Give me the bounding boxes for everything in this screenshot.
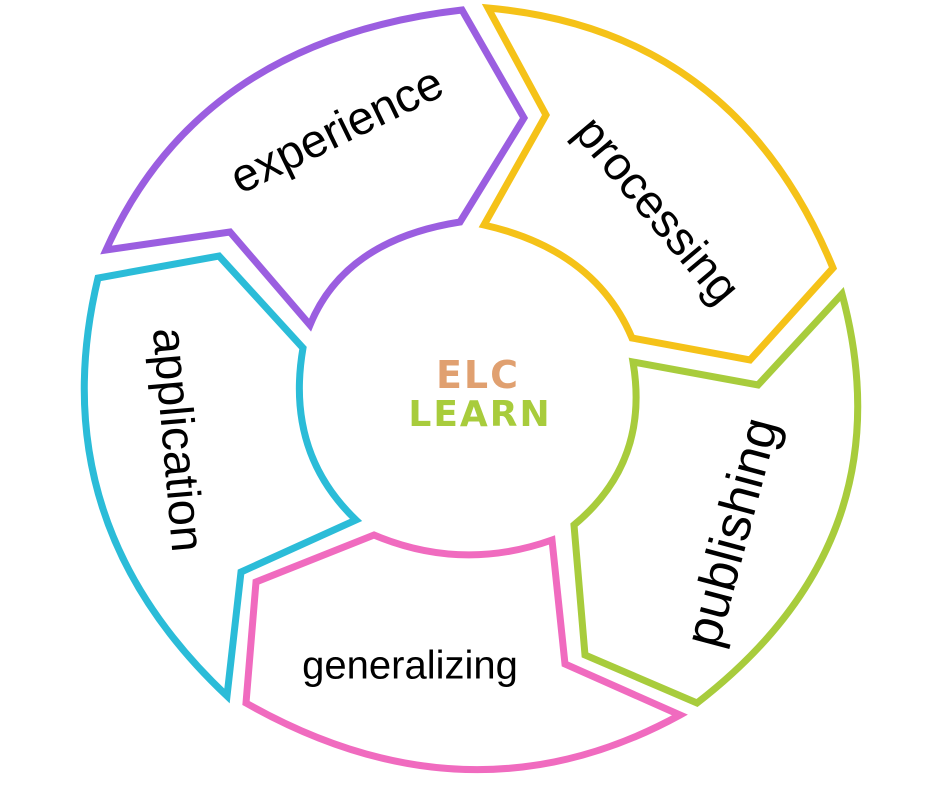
logo-elc: ELC xyxy=(436,353,520,397)
segment-application xyxy=(80,252,363,704)
logo-learn: LEARN xyxy=(408,394,551,435)
segment-generalizing xyxy=(242,531,688,774)
segment-processing xyxy=(478,3,838,364)
segment-publishing xyxy=(570,286,862,708)
center-logo: ELC LEARN xyxy=(408,353,551,435)
label-generalizing: generalizing xyxy=(302,644,518,688)
segment-experience xyxy=(100,6,529,332)
